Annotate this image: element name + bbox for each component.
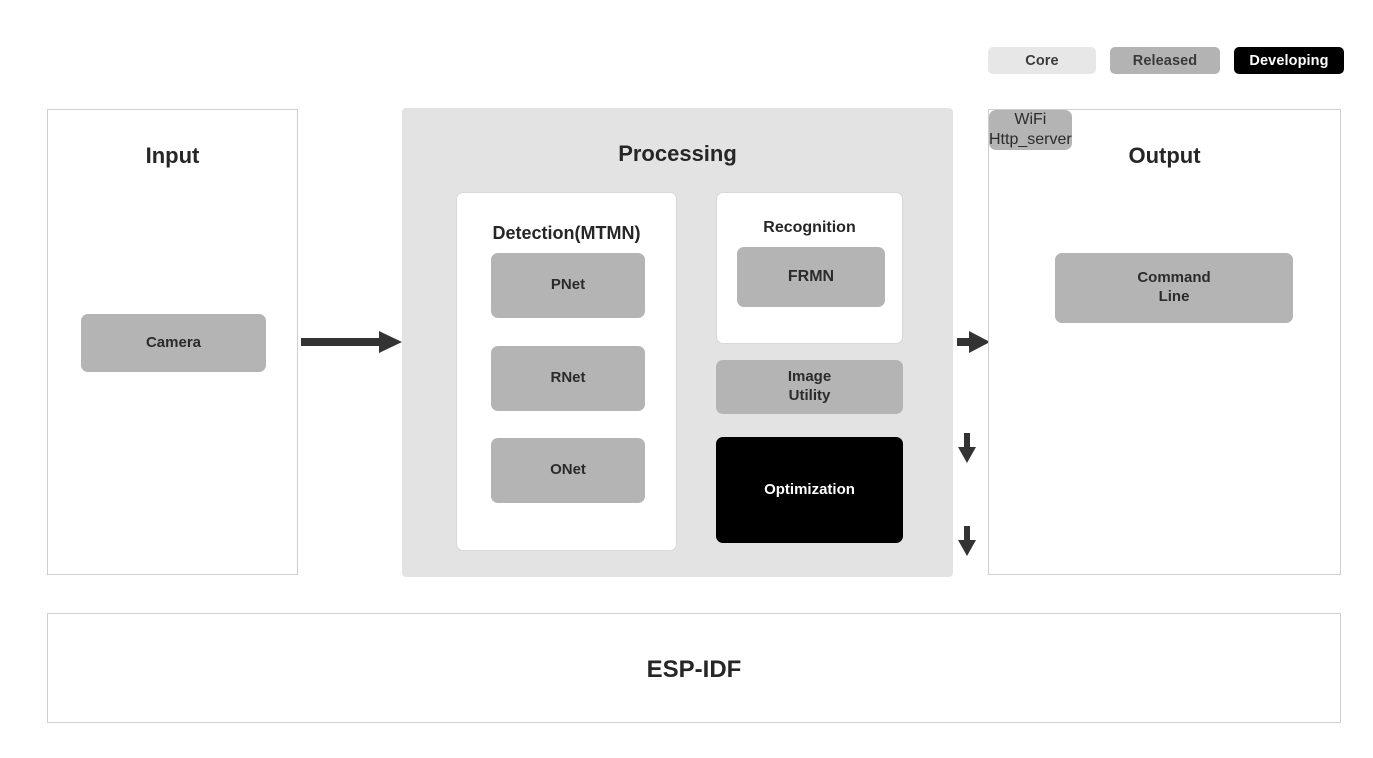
arrow-input-to-processing <box>301 328 402 361</box>
arrow-processing-to-output <box>957 328 990 361</box>
node-onet[interactable]: ONet <box>491 438 645 503</box>
node-frmn[interactable]: FRMN <box>737 247 885 307</box>
panel-output-title: Output <box>1128 143 1201 168</box>
panel-processing-title: Processing <box>618 141 737 166</box>
node-pnet[interactable]: PNet <box>491 253 645 318</box>
node-camera[interactable]: Camera <box>81 314 266 372</box>
legend-chip-core[interactable]: Core <box>988 47 1096 74</box>
legend-chip-developing[interactable]: Developing <box>1234 47 1344 74</box>
panel-input: Input Camera <box>47 109 298 575</box>
node-wifi-http-server[interactable]: WiFi Http_server <box>989 110 1072 150</box>
subpanel-detection: Detection(MTMN) PNet RNet ONet <box>456 192 677 551</box>
node-image-utility[interactable]: Image Utility <box>716 360 903 414</box>
node-command-line[interactable]: Command Line <box>1055 253 1293 323</box>
esp-idf-label: ESP-IDF <box>646 656 742 683</box>
legend: Core Released Developing <box>988 47 1344 74</box>
legend-label-core: Core <box>1025 52 1059 69</box>
subpanel-detection-title: Detection(MTMN) <box>492 223 641 243</box>
panel-output: Output Command Line WiFi Http_server <box>988 109 1341 575</box>
subpanel-recognition: Recognition FRMN <box>716 192 903 344</box>
panel-esp-idf: ESP-IDF <box>47 613 1341 723</box>
node-optimization[interactable]: Optimization <box>716 437 903 543</box>
node-rnet[interactable]: RNet <box>491 346 645 411</box>
arrow-rnet-to-onet <box>954 526 980 561</box>
arrow-pnet-to-rnet <box>954 433 980 468</box>
legend-chip-released[interactable]: Released <box>1110 47 1220 74</box>
legend-label-released: Released <box>1132 52 1198 69</box>
panel-processing: Processing Detection(MTMN) PNet RNet ONe… <box>402 108 976 577</box>
panel-input-title: Input <box>145 143 200 168</box>
legend-label-developing: Developing <box>1249 52 1329 69</box>
subpanel-recognition-title: Recognition <box>763 219 856 236</box>
